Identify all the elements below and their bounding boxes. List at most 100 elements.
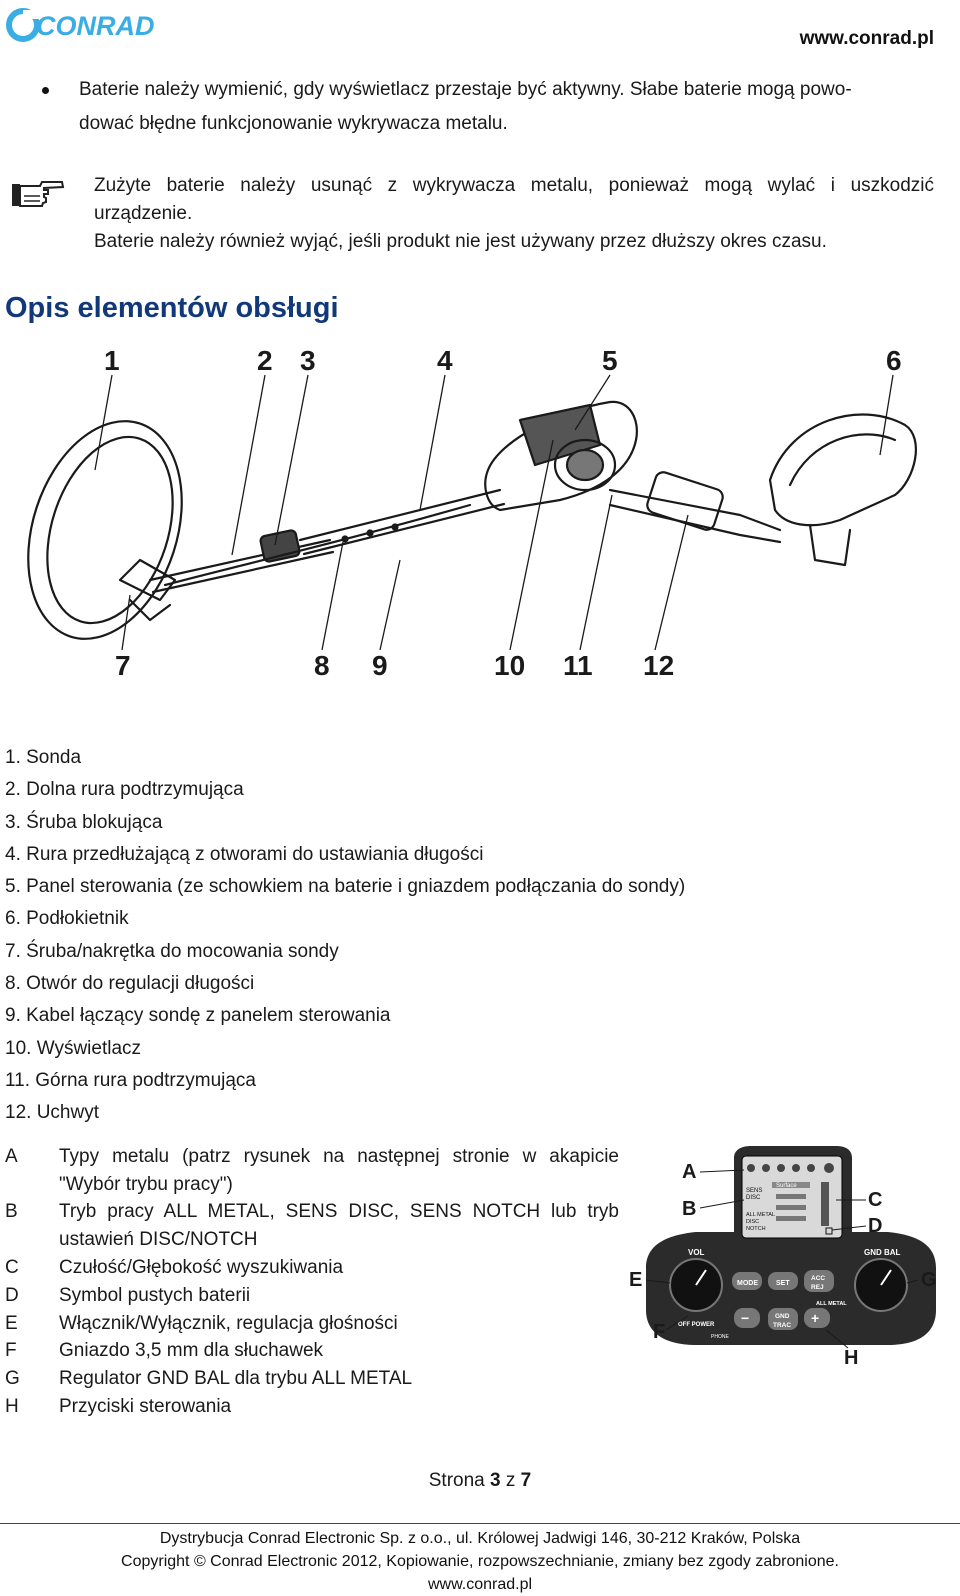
panel-letter-f: F: [653, 1321, 665, 1343]
list-item: 10. Wyświetlacz: [5, 1037, 142, 1059]
control-letter: C: [5, 1257, 19, 1278]
gnd-bal-label: GND BAL: [864, 1248, 901, 1257]
control-text: "Wybór trybu pracy"): [59, 1174, 233, 1195]
lcd-disc-label-2: DISC: [746, 1219, 759, 1225]
diagram-number-5: 5: [602, 345, 618, 376]
diagram-number-12: 12: [643, 650, 674, 681]
battery-icon: [825, 1227, 833, 1235]
lcd-disc-label: DISC: [746, 1195, 761, 1201]
footer-distribution: Dystrybucja Conrad Electronic Sp. z o.o.…: [159, 1530, 801, 1547]
control-letter: D: [5, 1285, 19, 1306]
lcd-notch-label: NOTCH: [746, 1226, 766, 1232]
trac-label: TRAC: [773, 1322, 791, 1329]
minus-button: [734, 1308, 760, 1328]
control-text: Włącznik/Wyłącznik, regulacja głośności: [59, 1313, 398, 1334]
diagram-number-2: 2: [257, 345, 273, 376]
lcd-surface-label: Surface: [776, 1183, 797, 1189]
control-text: Gniazdo 3,5 mm dla słuchawek: [59, 1340, 324, 1361]
control-text: Typy metalu (patrz rysunek na następnej …: [59, 1146, 619, 1167]
pointing-hand-icon: [12, 181, 65, 207]
gnd-label: GND: [775, 1313, 790, 1320]
off-power-label: OFF POWER: [678, 1322, 715, 1328]
footer-copyright: Copyright © Conrad Electronic 2012, Kopi…: [121, 1553, 839, 1570]
footer-website[interactable]: www.conrad.pl: [427, 1576, 533, 1593]
mode-label: MODE: [737, 1280, 758, 1287]
list-item: 12. Uchwyt: [5, 1102, 99, 1124]
control-text: Regulator GND BAL dla trybu ALL METAL: [59, 1368, 413, 1389]
page-prefix: Strona: [428, 1470, 491, 1491]
control-letter: E: [5, 1313, 18, 1334]
page-current: 3: [490, 1470, 501, 1491]
diagram-number-1: 1: [104, 345, 120, 376]
metal-detector-diagram: 1 2 3 4 5 6 7 8 9 10 11 12: [27, 345, 917, 681]
control-text: Tryb pracy ALL METAL, SENS DISC, SENS NO…: [59, 1201, 619, 1222]
control-text: Czułość/Głębokość wyszukiwania: [59, 1257, 344, 1278]
list-item: 7. Śruba/nakrętka do mocowania sondy: [5, 940, 339, 962]
control-text: Symbol pustych baterii: [59, 1285, 251, 1306]
control-letter: H: [5, 1396, 19, 1417]
panel-letter-d: D: [868, 1215, 882, 1237]
diagram-number-3: 3: [300, 345, 316, 376]
rej-label: REJ: [811, 1284, 824, 1291]
panel-letter-h: H: [844, 1347, 858, 1369]
minus-label: −: [741, 1310, 749, 1326]
bullet-line-2: dować błędne funkcjonowanie wykrywacza m…: [79, 113, 508, 134]
list-item: 5. Panel sterowania (ze schowkiem na bat…: [5, 876, 686, 898]
list-item: 3. Śruba blokująca: [5, 811, 163, 833]
note-line-1: Zużyte baterie należy usunąć z wykrywacz…: [94, 175, 934, 196]
control-letter: A: [5, 1146, 18, 1167]
page-mid: z: [500, 1470, 521, 1491]
search-coil: [27, 420, 183, 640]
control-text: ustawień DISC/NOTCH: [59, 1229, 258, 1250]
lcd-sens-label: SENS: [746, 1188, 762, 1194]
phone-label: PHONE: [711, 1334, 729, 1340]
control-letter: B: [5, 1201, 18, 1222]
diagram-numbers: 1 2 3 4 5 6 7 8 9 10 11 12: [104, 345, 902, 681]
control-letter: G: [5, 1368, 20, 1389]
control-panel-diagram: Surface SENS DISC ALL METAL DISC NOTCH V…: [629, 1146, 937, 1369]
bullet-icon: [42, 87, 49, 94]
list-item: 2. Dolna rura podtrzymująca: [5, 779, 244, 801]
mode-button: [732, 1272, 762, 1290]
list-item: 4. Rura przedłużającą z otworami do usta…: [5, 843, 484, 865]
logo-text: CONRAD: [36, 11, 155, 41]
footer-divider: [0, 1523, 960, 1524]
set-label: SET: [776, 1280, 790, 1287]
diagram-number-11: 11: [563, 650, 593, 681]
diagram-number-8: 8: [314, 650, 330, 681]
panel-letter-g: G: [921, 1269, 937, 1291]
set-button: [768, 1272, 798, 1290]
list-item: 8. Otwór do regulacji długości: [5, 973, 255, 995]
list-item: 11. Górna rura podtrzymująca: [5, 1069, 256, 1091]
bullet-line-1: Baterie należy wymienić, gdy wyświetlacz…: [79, 79, 852, 100]
panel-letter-c: C: [868, 1189, 882, 1211]
panel-letter-b: B: [682, 1198, 696, 1220]
list-item: 1. Sonda: [5, 747, 82, 768]
page-number: Strona 3 z 7: [0, 1470, 960, 1492]
acc-label: ACC: [811, 1275, 825, 1282]
diagram-number-6: 6: [886, 345, 902, 376]
control-text: Przyciski sterowania: [59, 1396, 232, 1417]
acc-rej-button: [804, 1270, 834, 1292]
diagram-number-4: 4: [437, 345, 453, 376]
plus-label: +: [811, 1310, 819, 1326]
header-website[interactable]: www.conrad.pl: [799, 28, 934, 49]
list-item: 9. Kabel łączący sondę z panelem sterowa…: [5, 1005, 391, 1027]
conrad-logo: CONRAD: [6, 8, 155, 42]
panel-letter-e: E: [629, 1269, 642, 1291]
lcd-all-label: ALL METAL: [746, 1212, 775, 1218]
all-metal-label: ALL METAL: [816, 1301, 847, 1307]
control-letter: F: [5, 1340, 17, 1361]
panel-letter-a: A: [682, 1161, 696, 1183]
diagram-number-7: 7: [115, 650, 131, 681]
plus-button: [804, 1308, 830, 1328]
diagram-number-10: 10: [494, 650, 525, 681]
list-item: 6. Podłokietnik: [5, 908, 129, 930]
vol-label: VOL: [688, 1248, 705, 1257]
note-line-2: urządzenie.: [94, 203, 193, 224]
parts-list: 1. Sonda 2. Dolna rura podtrzymująca 3. …: [5, 742, 685, 1130]
diagram-number-9: 9: [372, 650, 388, 681]
note-line-3: Baterie należy również wyjąć, jeśli prod…: [94, 231, 827, 252]
section-title: Opis elementów obsługi: [5, 292, 339, 324]
page-total: 7: [520, 1470, 532, 1491]
